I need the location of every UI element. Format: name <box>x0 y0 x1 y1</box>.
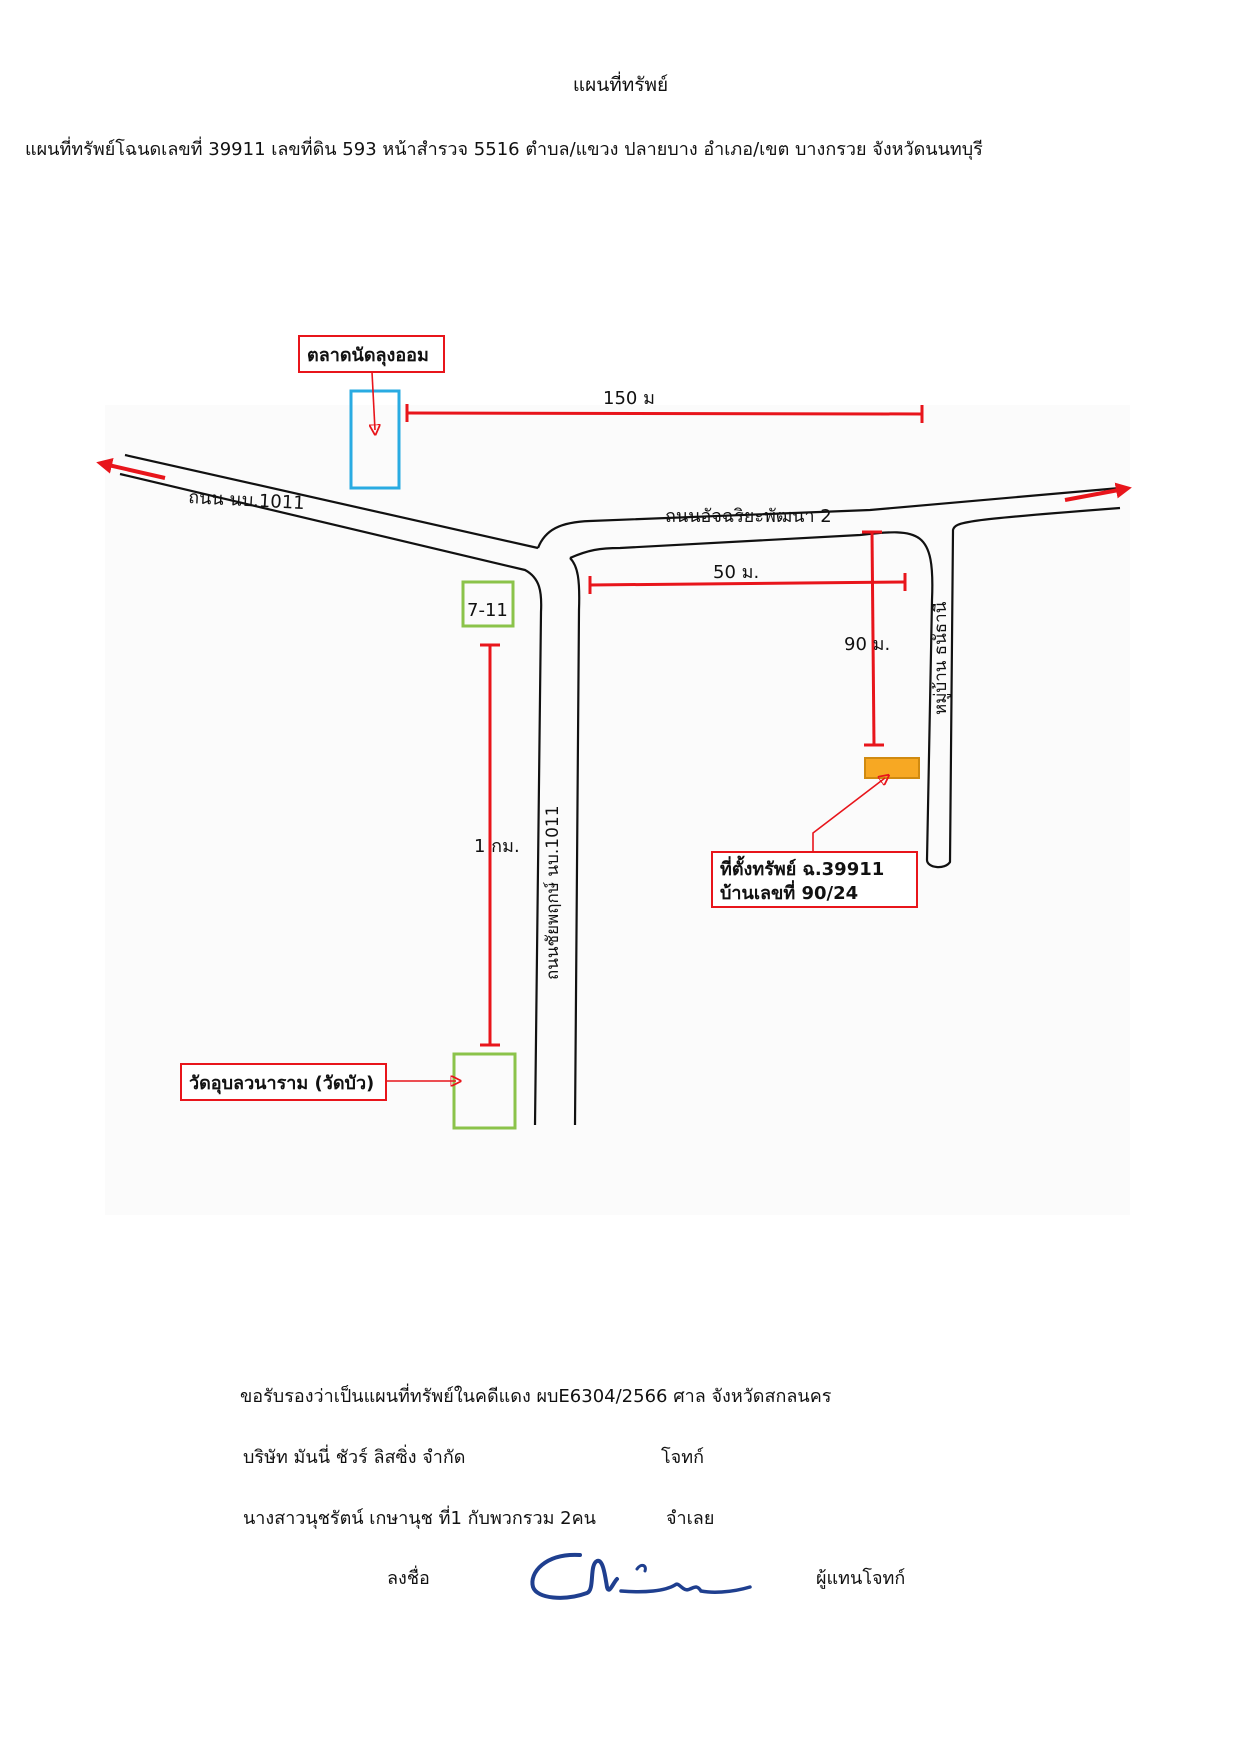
document-title: แผนที่ทรัพย์ <box>572 74 669 96</box>
direction-arrow-east <box>1064 482 1132 502</box>
road-1011-vertical-label: ถนนชัยพฤกษ์ นบ.1011 <box>543 805 563 980</box>
road-achariya-top-edge <box>536 486 1121 549</box>
village-road-label: หมู่บ้าน ธนัธานี <box>931 601 951 715</box>
callout-pointers <box>372 371 885 1081</box>
plaintiff-name: บริษัท มันนี่ ชัวร์ ลิสซิ่ง จำกัด <box>243 1447 466 1468</box>
property-box <box>864 757 920 779</box>
signature-mark <box>530 1552 752 1600</box>
property-label-line2: บ้านเลขที่ 90/24 <box>720 880 858 904</box>
measure-150m <box>406 411 923 416</box>
distance-50m: 50 ม. <box>713 562 759 583</box>
measure-50m <box>589 580 906 587</box>
measurements <box>405 404 924 1047</box>
distance-90m: 90 ม. <box>844 634 890 655</box>
temple-box <box>452 1052 517 1130</box>
roads <box>119 453 1121 1126</box>
direction-arrow-west <box>96 457 166 480</box>
sign-label: ลงชื่อ <box>387 1568 430 1589</box>
road-1011-vertical-right-edge <box>569 557 581 1126</box>
distance-150m: 150 ม <box>603 388 655 409</box>
temple-label-box <box>180 1063 387 1101</box>
market-box <box>349 389 401 490</box>
certification-text: ขอรับรองว่าเป็นแผนที่ทรัพย์ในคดีแดง ผบE6… <box>240 1386 832 1407</box>
seven-eleven-label: 7-11 <box>467 600 508 621</box>
market-label-box <box>298 335 445 373</box>
plaintiff-role: โจทก์ <box>661 1447 704 1468</box>
document-subtitle: แผนที่ทรัพย์โฉนดเลขที่ 39911 เลขที่ดิน 5… <box>25 139 983 160</box>
road-achariya-bottom-edge <box>569 506 1121 869</box>
measure-90m <box>870 531 876 746</box>
road-achariya-label: ถนนอัจฉริยะพัฒนา 2 <box>665 506 832 527</box>
seven-eleven-box <box>461 580 515 628</box>
property-label-line1: ที่ตั้งทรัพย์ ฉ.39911 <box>720 855 884 880</box>
road-1011-west-top-edge <box>124 453 539 550</box>
distance-1km: 1 กม. <box>474 836 520 857</box>
market-label: ตลาดนัดลุงออม <box>307 345 429 367</box>
road-1011-west-bottom-edge <box>119 472 543 1126</box>
defendant-name: นางสาวนุชรัตน์ เกษานุช ที่1 กับพวกรวม 2ค… <box>243 1508 596 1529</box>
signer-role: ผู้แทนโจทก์ <box>816 1568 906 1589</box>
defendant-role: จำเลย <box>666 1508 715 1529</box>
temple-label: วัดอุบลวนาราม (วัดบัว) <box>189 1073 374 1095</box>
property-label-box <box>711 851 918 908</box>
